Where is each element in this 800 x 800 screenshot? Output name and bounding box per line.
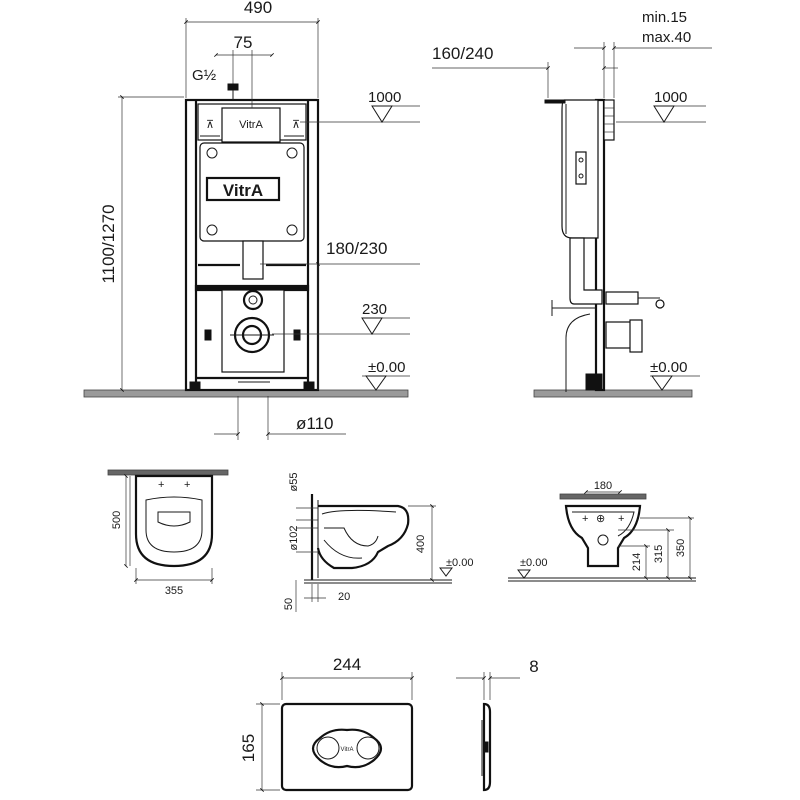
service-plate — [205, 176, 281, 202]
bowl-side-outline — [316, 504, 410, 570]
bowl-side-view: ø55 ø102 400 ±0.00 50 20 — [283, 473, 473, 612]
dim-frame-width: 490 — [244, 0, 272, 17]
brand-plate-label: VitrA — [223, 181, 263, 200]
bowl-front-view: + + ⊕ 180 ±0.00 214 315 350 — [508, 480, 696, 582]
dim-350: 350 — [675, 539, 687, 557]
side-view: 160/240 min.15 max.40 1000 ±0.00 — [432, 9, 712, 398]
flush-plate-view: VitrA 244 165 8 — [239, 655, 539, 792]
flush-buttons — [311, 728, 383, 769]
svg-text:⊼: ⊼ — [206, 119, 214, 131]
dim-supply-offset: 75 — [234, 33, 253, 52]
flush-brand-label: VitrA — [341, 747, 354, 753]
dim-drain-height: 180/230 — [326, 239, 387, 258]
flush-plate — [280, 702, 414, 792]
level-230: 230 — [362, 301, 387, 318]
dim-plate-height: 165 — [239, 734, 258, 762]
svg-text:⊕: ⊕ — [596, 513, 605, 525]
level-1000-side: 1000 — [654, 89, 687, 106]
bowl-top-outline — [134, 474, 214, 568]
flush-plate-side — [482, 702, 492, 792]
brand-top-label: VitrA — [239, 119, 263, 131]
dim-offset-20: 20 — [338, 591, 350, 603]
bowl-outlet-ring — [242, 289, 264, 311]
svg-text:+: + — [184, 479, 190, 491]
svg-text:+: + — [158, 479, 164, 491]
dim-plate-width: 244 — [333, 655, 361, 674]
svg-text:+: + — [582, 513, 588, 525]
wall-min-label: min.15 — [642, 9, 687, 26]
dim-frame-depth: 160/240 — [432, 44, 493, 63]
dim-bowl-width: 355 — [165, 585, 183, 597]
dim-frame-height: 1100/1270 — [99, 204, 118, 283]
dim-inlet-diameter: ø102 — [288, 525, 300, 550]
dim-outlet-diameter: ø55 — [288, 473, 300, 492]
dim-offset-50: 50 — [283, 598, 295, 610]
level-zero-front: ±0.00 — [368, 359, 405, 376]
dim-bowl-height: 400 — [415, 535, 427, 553]
front-view: VitrA ⊼ ⊼ VitrA 49 — [83, 0, 420, 440]
dim-pipe-diameter: ø110 — [296, 414, 334, 433]
wall-max-label: max.40 — [642, 29, 691, 46]
bowl-top-view: + + 500 355 — [107, 469, 229, 597]
svg-text:⊼: ⊼ — [292, 119, 300, 131]
drain-pipe — [242, 240, 264, 280]
dim-315: 315 — [653, 545, 665, 563]
floor-side — [533, 389, 693, 398]
level-zero-bowl-side: ±0.00 — [446, 557, 473, 569]
dim-214: 214 — [631, 553, 643, 571]
bowl-front-outline — [564, 504, 642, 568]
level-1000-front: 1000 — [368, 89, 401, 106]
dim-bolt-spacing: 180 — [594, 480, 612, 492]
svg-text:+: + — [618, 513, 624, 525]
level-zero-side: ±0.00 — [650, 359, 687, 376]
level-zero-bowl-front: ±0.00 — [520, 557, 547, 569]
supply-thread-label: G½ — [192, 67, 217, 84]
dim-bowl-length: 500 — [111, 511, 123, 529]
cistern-top-block — [221, 107, 281, 143]
dim-plate-depth: 8 — [529, 657, 538, 676]
